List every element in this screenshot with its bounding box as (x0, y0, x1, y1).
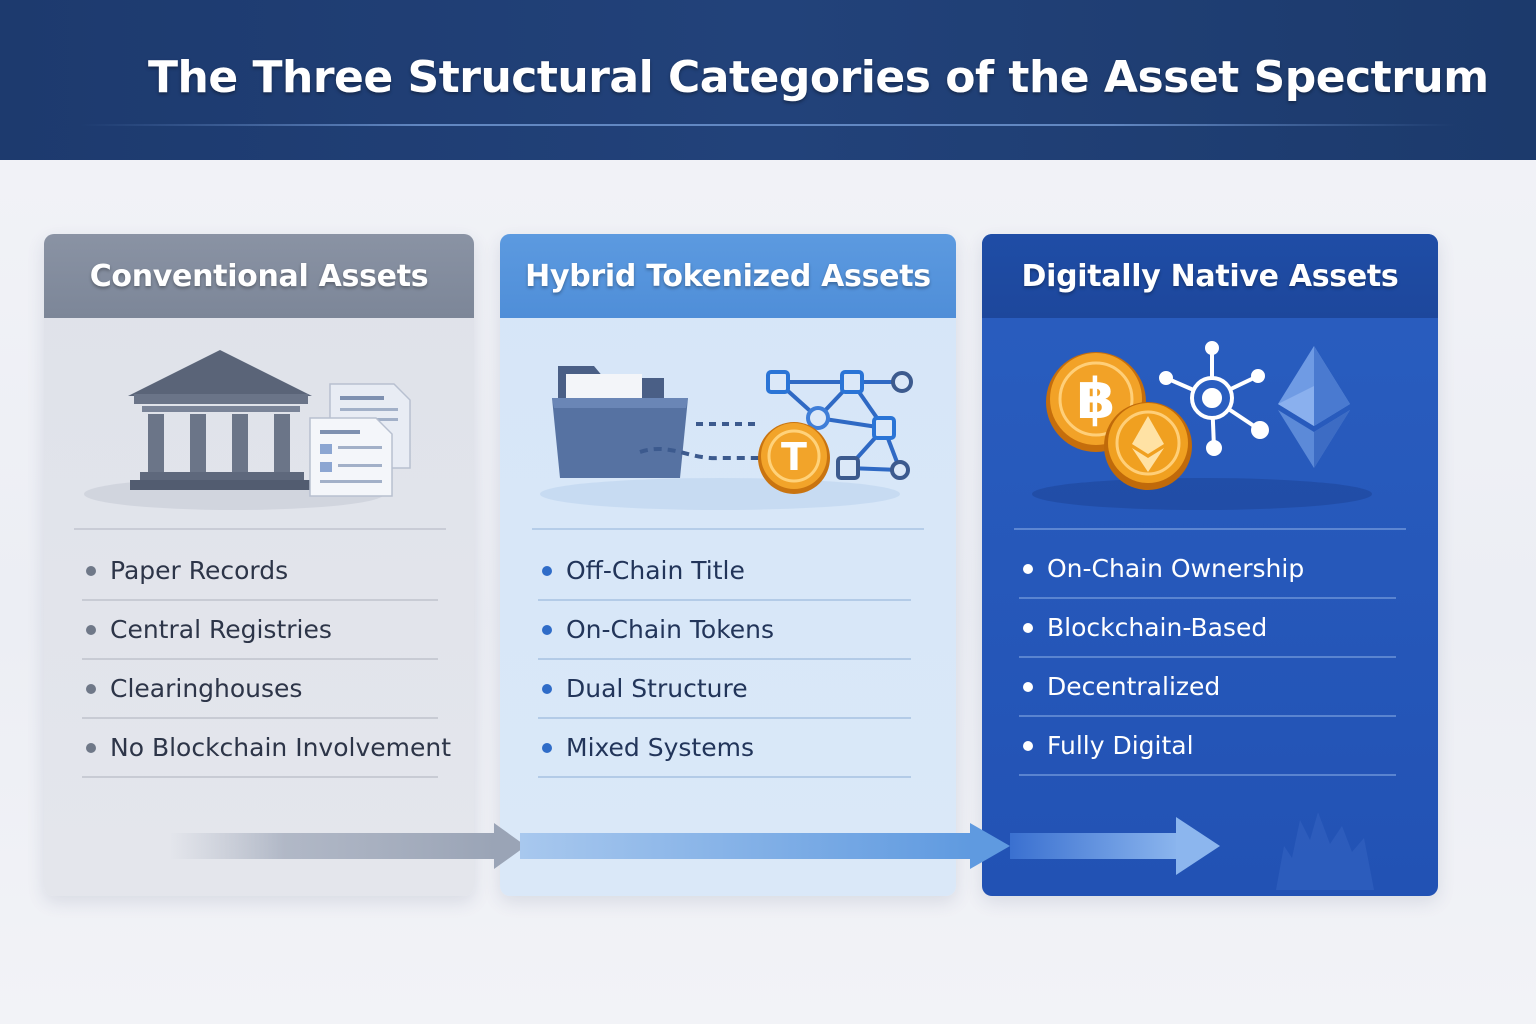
bullet-icon (1023, 740, 1033, 751)
list-item-label: Paper Records (110, 556, 289, 585)
list-item-label: On-Chain Ownership (1047, 554, 1305, 583)
list-item: Central Registries (82, 601, 438, 660)
header-rule (80, 124, 1456, 126)
bullet-icon (86, 624, 96, 635)
list-item: Blockchain-Based (1019, 599, 1396, 658)
list-item-label: Central Registries (110, 615, 332, 644)
bullet-icon (1023, 681, 1033, 692)
list-item: Clearinghouses (82, 660, 438, 719)
network-hub-icon (1159, 341, 1269, 456)
panel-conventional-assets: Conventional Assets (44, 234, 474, 896)
conventional-illustration (84, 350, 411, 510)
panel-heading-bar: Digitally Native Assets (982, 234, 1438, 318)
folder-icon (552, 366, 688, 478)
panel-heading-bar: Hybrid Tokenized Assets (500, 234, 956, 318)
list-item: Paper Records (82, 542, 438, 601)
list-item-label: On-Chain Tokens (566, 615, 775, 644)
conventional-list: Paper Records Central Registries Clearin… (82, 542, 451, 778)
hybrid-list: Off-Chain Title On-Chain Tokens Dual Str… (538, 542, 911, 778)
bullet-icon (542, 683, 552, 694)
list-item-label: Decentralized (1047, 672, 1221, 701)
list-item: On-Chain Tokens (538, 601, 911, 660)
panel-divider (1014, 528, 1406, 530)
list-item: Fully Digital (1019, 717, 1396, 776)
hybrid-illustration: T (540, 366, 913, 510)
list-item: On-Chain Ownership (1019, 540, 1396, 599)
panel-heading: Digitally Native Assets (1021, 258, 1399, 294)
list-item-label: Blockchain-Based (1047, 613, 1268, 642)
list-item: Dual Structure (538, 660, 911, 719)
list-item-label: Off-Chain Title (566, 556, 745, 585)
bullet-icon (86, 565, 96, 576)
list-item-label: Fully Digital (1047, 731, 1194, 760)
bullet-icon (1023, 622, 1033, 633)
bullet-icon (542, 742, 552, 753)
list-item-label: Mixed Systems (566, 733, 754, 762)
blockchain-network-icon (766, 370, 913, 480)
panel-heading: Conventional Assets (89, 258, 429, 294)
bullet-icon (86, 683, 96, 694)
list-item-label: No Blockchain Involvement (110, 733, 452, 762)
list-item-label: Clearinghouses (110, 674, 303, 703)
list-item-label: Dual Structure (566, 674, 748, 703)
list-item: Off-Chain Title (538, 542, 911, 601)
page-title: The Three Structural Categories of the A… (148, 52, 1489, 103)
panel-heading: Hybrid Tokenized Assets (525, 258, 931, 294)
list-item: No Blockchain Involvement (82, 719, 451, 778)
bullet-icon (1023, 563, 1033, 574)
panel-heading-bar: Conventional Assets (44, 234, 474, 318)
list-item: Decentralized (1019, 658, 1396, 717)
header-banner: The Three Structural Categories of the A… (0, 0, 1536, 160)
panel-hybrid-tokenized-assets: Hybrid Tokenized Assets (500, 234, 956, 896)
panel-divider (532, 528, 924, 530)
bullet-icon (542, 565, 552, 576)
panel-divider (74, 528, 446, 530)
token-coin-icon: T (758, 422, 830, 494)
svg-text:฿: ฿ (1077, 367, 1116, 432)
token-letter: T (781, 435, 807, 479)
ethereum-diamond-icon (1278, 346, 1350, 468)
paper-documents-icon (309, 383, 411, 497)
panel-digitally-native-assets: Digitally Native Assets ฿ (982, 234, 1438, 896)
native-list: On-Chain Ownership Blockchain-Based Dece… (1019, 540, 1396, 776)
ethereum-coin-icon (1104, 402, 1192, 490)
list-item: Mixed Systems (538, 719, 911, 778)
bullet-icon (86, 742, 96, 753)
bank-building-icon (128, 350, 314, 490)
bullet-icon (542, 624, 552, 635)
native-illustration: ฿ (1032, 341, 1372, 510)
